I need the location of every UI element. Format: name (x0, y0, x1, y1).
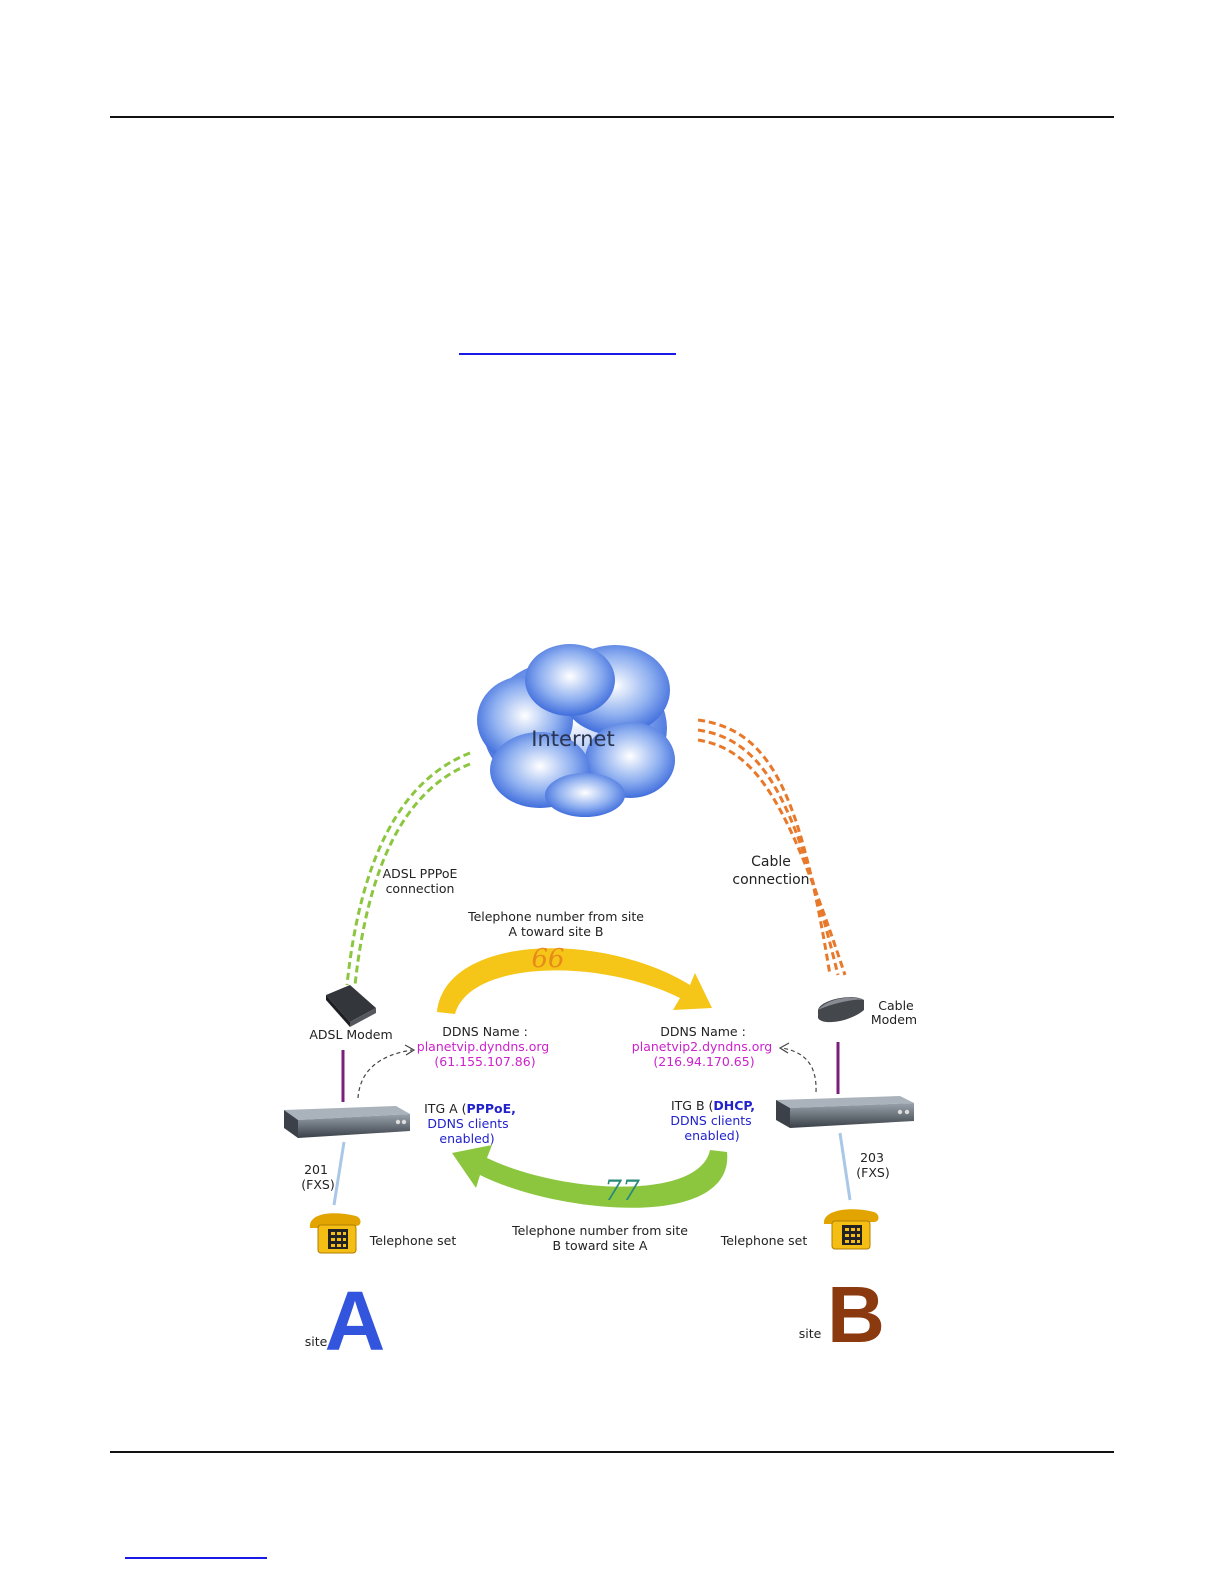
site-b-port-1: 203 (860, 1150, 884, 1165)
arrow-b-to-a (452, 1145, 728, 1208)
footer-hyperlink-underline[interactable] (125, 1557, 267, 1559)
arrow-a-to-b (437, 948, 712, 1014)
itg-b-device-icon (776, 1096, 914, 1128)
internet-label: Internet (531, 727, 614, 751)
site-a-phone-link (332, 1141, 346, 1206)
site-b-ddns-pointer (781, 1047, 817, 1093)
cable-link (697, 718, 847, 976)
cable-connection-label-2: connection (732, 872, 809, 888)
arrow-a-to-b-number: 66 (531, 944, 564, 974)
adsl-link (345, 751, 471, 986)
site-b-ddns-ip: (216.94.170.65) (653, 1054, 754, 1069)
site-a-letter: A (325, 1274, 386, 1368)
site-b-ddns-title: DDNS Name : (660, 1024, 746, 1039)
site-b-telephone-icon (823, 1209, 879, 1250)
arrow-a-to-b-caption-1: Telephone number from site (467, 909, 644, 924)
cable-modem-label-1: Cable (878, 998, 914, 1013)
itg-b-label-3: enabled) (684, 1128, 739, 1143)
site-a-port-2: (FXS) (301, 1177, 334, 1192)
body-hyperlink-underline[interactable] (459, 353, 676, 355)
site-a-ddns-ip: (61.155.107.86) (434, 1054, 535, 1069)
site-b-ddns-host: planetvip2.dyndns.org (632, 1039, 772, 1054)
site-a-port-1: 201 (304, 1162, 328, 1177)
site-b-phone-link (838, 1132, 852, 1201)
itg-a-device-icon (284, 1106, 410, 1138)
itg-a-label-1: ITG A (PPPoE, (424, 1101, 516, 1116)
site-a-word: site (305, 1334, 328, 1349)
cable-modem-icon (818, 997, 864, 1023)
internet-cloud-icon (477, 644, 675, 817)
site-a-ddns-title: DDNS Name : (442, 1024, 528, 1039)
site-a-telephone-icon (309, 1213, 361, 1254)
adsl-connection-label-1: ADSL PPPoE (383, 866, 458, 881)
adsl-modem-icon (326, 985, 376, 1027)
cable-modem-label-2: Modem (871, 1012, 917, 1027)
arrow-b-to-a-caption-2: B toward site A (553, 1238, 648, 1253)
adsl-connection-label-2: connection (386, 881, 455, 896)
itg-a-label-3: enabled) (439, 1131, 494, 1146)
footer-rule (110, 1451, 1114, 1453)
site-b-telephone-label: Telephone set (720, 1233, 808, 1248)
site-a-ddns-host: planetvip.dyndns.org (417, 1039, 549, 1054)
site-b-port-2: (FXS) (856, 1165, 889, 1180)
itg-b-label-1: ITG B (DHCP, (671, 1098, 755, 1113)
adsl-modem-label: ADSL Modem (309, 1027, 392, 1042)
arrow-b-to-a-caption-1: Telephone number from site (511, 1223, 688, 1238)
header-rule (110, 116, 1114, 118)
itg-a-label-2: DDNS clients (427, 1116, 508, 1131)
itg-b-label-2: DDNS clients (670, 1113, 751, 1128)
cable-connection-label-1: Cable (751, 854, 791, 870)
site-a-telephone-label: Telephone set (369, 1233, 457, 1248)
arrow-a-to-b-caption-2: A toward site B (509, 924, 604, 939)
site-b-word: site (799, 1326, 822, 1341)
site-b-letter: B (827, 1270, 885, 1359)
arrow-b-to-a-number: 77 (604, 1174, 640, 1207)
site-a-ddns-pointer (357, 1049, 413, 1099)
